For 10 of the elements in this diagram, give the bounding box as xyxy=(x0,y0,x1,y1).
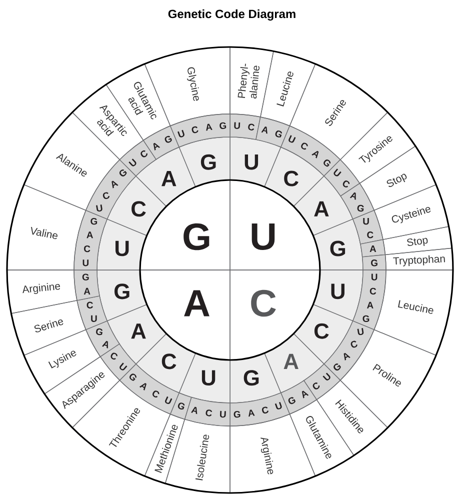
inner-ring-segment: G xyxy=(178,136,230,188)
inner-ring-segment: U xyxy=(312,270,364,322)
outer-ring-segment: Stop xyxy=(382,226,452,256)
outer-ring-segment: Arginine xyxy=(6,270,78,314)
title: Genetic Code Diagram xyxy=(168,9,296,21)
inner-ring-segment: U xyxy=(96,218,148,270)
outer-ring-segment: Leucine xyxy=(260,50,316,126)
outer-ring-segment: Phenyl- alanine xyxy=(230,46,274,118)
codon-ring-segment: G A xyxy=(74,270,100,301)
outer-ring-segment: Tryptophan xyxy=(384,248,454,270)
